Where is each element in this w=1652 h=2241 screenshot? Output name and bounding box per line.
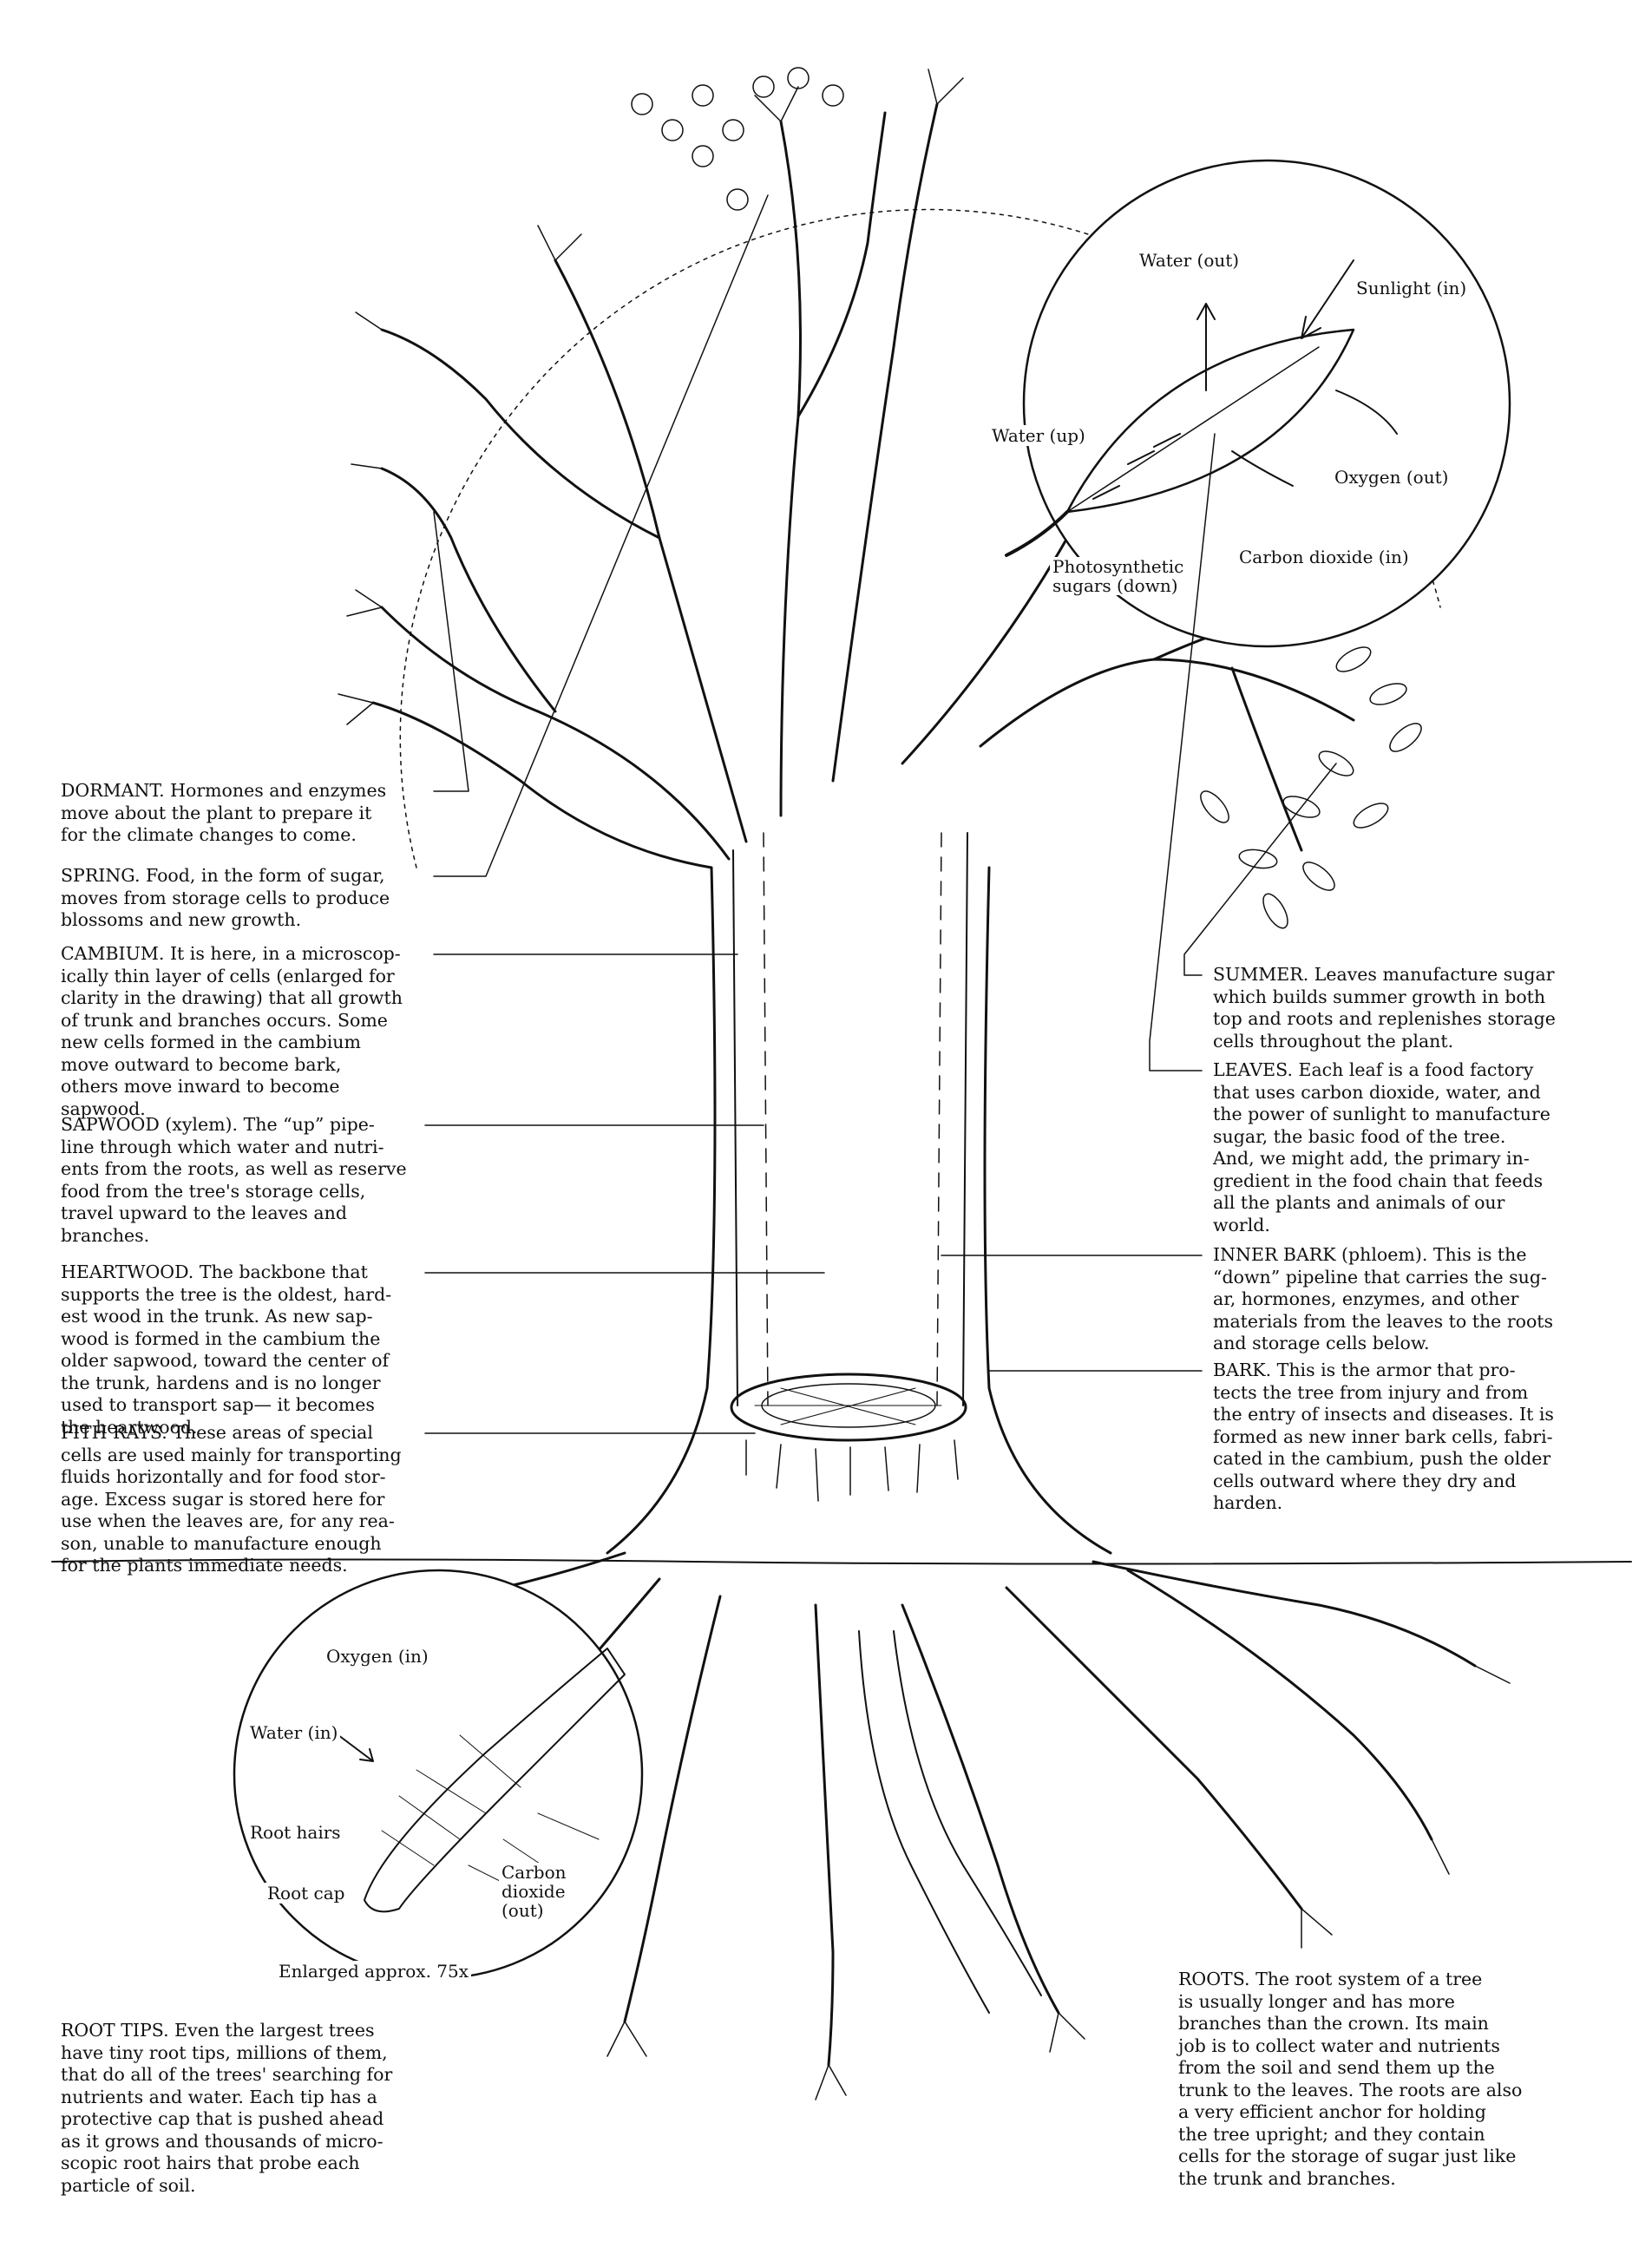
leaf-shape [1065, 328, 1355, 514]
leaf-label-water-up: Water (up) [989, 425, 1088, 446]
leaf-label-sunlight-in: Sunlight (in) [1354, 278, 1470, 298]
label-roots: ROOTS. The root system of a tree is usua… [1178, 1969, 1523, 2189]
label-summer: SUMMER. Leaves manufacture sugar which b… [1213, 964, 1556, 1052]
leaf-label-photosynthetic-sugars: Photosynthetic sugars (down) [1050, 557, 1187, 595]
leader-dormant [433, 511, 469, 792]
lower-trunk-bark [745, 1439, 959, 1502]
root-label-water-in: Water (in) [247, 1722, 341, 1743]
root-tip-shape [364, 1648, 626, 1913]
leaf-label-water-out: Water (out) [1137, 250, 1242, 271]
label-sapwood: SAPWOOD (xylem). The “up” pipe- line thr… [61, 1114, 407, 1246]
root-inset [233, 1569, 644, 1980]
leader-spring [433, 194, 769, 877]
oxygen-arrow [1335, 390, 1398, 435]
label-pith-rays: PITH RAYS. These areas of special cells … [61, 1422, 402, 1576]
root-label-carbon-dioxide-out: Carbon dioxide (out) [499, 1863, 569, 1920]
label-inner-bark: INNER BARK (phloem). This is the “down” … [1213, 1244, 1554, 1353]
water-out-arrow [1196, 303, 1216, 391]
ground-line [51, 1558, 1632, 1565]
label-cambium: CAMBIUM. It is here, in a microscop- ica… [61, 943, 403, 1119]
summer-leaves [1200, 646, 1422, 929]
label-spring: SPRING. Food, in the form of sugar, move… [61, 865, 390, 930]
label-dormant: DORMANT. Hormones and enzymes move about… [61, 780, 387, 845]
root-label-enlarged: Enlarged approx. 75x [276, 1961, 472, 1982]
co2-arrow [1231, 450, 1294, 487]
trunk [606, 832, 1112, 1555]
root-label-root-cap: Root cap [265, 1883, 348, 1904]
leaf-label-carbon-dioxide-in: Carbon dioxide (in) [1236, 547, 1412, 567]
leaf-label-oxygen-out: Oxygen (out) [1332, 467, 1452, 488]
label-root-tips: ROOT TIPS. Even the largest trees have t… [61, 2020, 393, 2196]
root-label-oxygen-in: Oxygen (in) [324, 1646, 431, 1667]
sunlight-arrow [1301, 259, 1354, 339]
root-label-root-hairs: Root hairs [247, 1822, 344, 1843]
leader-leaves [1149, 433, 1216, 1071]
leader-summer [1183, 763, 1337, 976]
leader-lines [424, 194, 1337, 1434]
label-heartwood: HEARTWOOD. The backbone that supports th… [61, 1261, 392, 1438]
blossoms [631, 67, 844, 211]
label-bark: BARK. This is the armor that pro- tects … [1213, 1360, 1554, 1513]
label-leaves: LEAVES. Each leaf is a food factory that… [1213, 1059, 1550, 1235]
